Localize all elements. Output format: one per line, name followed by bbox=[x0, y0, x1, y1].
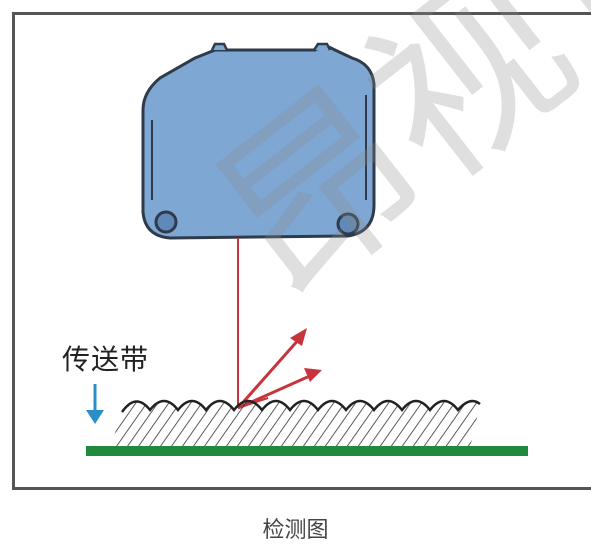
arrow-down-icon bbox=[86, 384, 104, 424]
sensor-top-notch bbox=[210, 42, 229, 51]
sensor-top-notch-right bbox=[312, 42, 332, 51]
sensor-body bbox=[141, 43, 376, 240]
mount-hole-left bbox=[154, 210, 178, 234]
conveyor-belt bbox=[86, 446, 528, 456]
figure-caption: 检测图 bbox=[262, 518, 329, 543]
conveyor-belt-label: 传送带 bbox=[62, 343, 150, 376]
laser-sensor-icon bbox=[141, 42, 376, 240]
mount-hole-right bbox=[336, 212, 360, 236]
rough-surface bbox=[110, 401, 480, 448]
reflected-beam-upper bbox=[236, 328, 307, 409]
rough-surface-outline bbox=[120, 399, 481, 413]
